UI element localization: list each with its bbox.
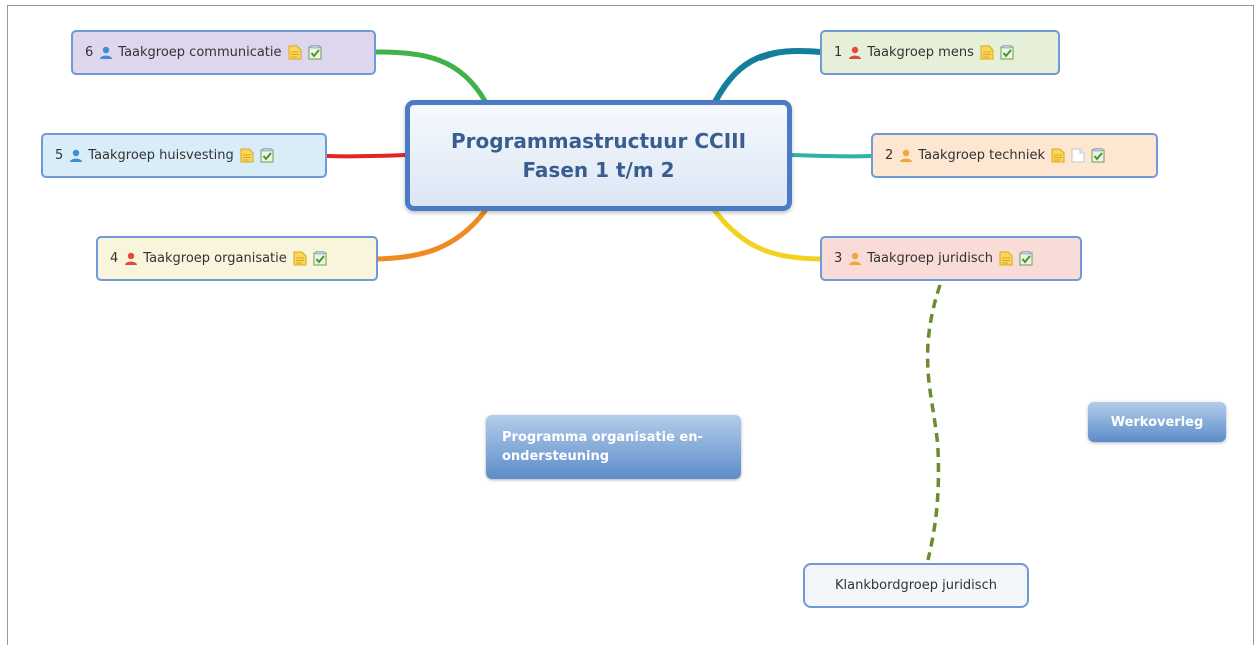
topic-label: Taakgroep communicatie bbox=[118, 45, 282, 60]
topic-label: Klankbordgroep juridisch bbox=[835, 578, 997, 593]
floating-topic-label-line1: Programma organisatie en- bbox=[502, 430, 703, 445]
topic-number: 2 bbox=[885, 148, 894, 163]
task-checkbox-icon[interactable] bbox=[260, 148, 274, 163]
task-checkbox-icon[interactable] bbox=[313, 251, 327, 266]
person-icon bbox=[900, 149, 913, 162]
branch-link-5 bbox=[325, 153, 407, 159]
topic-label: Taakgroep juridisch bbox=[867, 251, 994, 266]
topic-number: 4 bbox=[110, 251, 119, 266]
topic-taakgroep-mens[interactable]: 1 Taakgroep mens bbox=[820, 30, 1060, 75]
floating-topic-label: Werkoverleg bbox=[1110, 414, 1204, 430]
person-icon bbox=[70, 149, 83, 162]
branch-link-4 bbox=[373, 208, 488, 262]
topic-taakgroep-techniek[interactable]: 2 Taakgroep techniek bbox=[871, 133, 1158, 178]
branch-link-2 bbox=[790, 153, 874, 159]
person-icon bbox=[849, 252, 862, 265]
topic-number: 1 bbox=[834, 45, 843, 60]
topic-taakgroep-huisvesting[interactable]: 5 Taakgroep huisvesting bbox=[41, 133, 327, 178]
topic-klankbordgroep-juridisch[interactable]: Klankbordgroep juridisch bbox=[803, 563, 1029, 608]
task-checkbox-icon[interactable] bbox=[1091, 148, 1105, 163]
task-checkbox-icon[interactable] bbox=[308, 45, 322, 60]
central-topic-title: Programmastructuur CCIII bbox=[450, 128, 747, 153]
empty-note-icon[interactable] bbox=[1071, 148, 1085, 163]
task-checkbox-icon[interactable] bbox=[1000, 45, 1014, 60]
floating-topic-programma[interactable]: Programma organisatie en- ondersteuning bbox=[486, 415, 741, 479]
branch-link-3 bbox=[712, 208, 823, 262]
topic-label: Taakgroep organisatie bbox=[143, 251, 287, 266]
person-icon bbox=[849, 46, 862, 59]
topic-taakgroep-organisatie[interactable]: 4 Taakgroep organisatie bbox=[96, 236, 378, 281]
note-icon[interactable] bbox=[980, 45, 994, 60]
note-icon[interactable] bbox=[288, 45, 302, 60]
topic-number: 5 bbox=[55, 148, 64, 163]
topic-label: Taakgroep techniek bbox=[918, 148, 1046, 163]
topic-number: 3 bbox=[834, 251, 843, 266]
branch-link-1 bbox=[712, 48, 823, 105]
mindmap-canvas bbox=[7, 5, 1254, 645]
note-icon[interactable] bbox=[240, 148, 254, 163]
task-checkbox-icon[interactable] bbox=[1019, 251, 1033, 266]
floating-topic-label-line2: ondersteuning bbox=[502, 449, 610, 464]
relationship-link bbox=[925, 284, 942, 561]
note-icon[interactable] bbox=[1051, 148, 1065, 163]
note-icon[interactable] bbox=[999, 251, 1013, 266]
topic-number: 6 bbox=[85, 45, 94, 60]
central-topic-subtitle: Fasen 1 t/m 2 bbox=[522, 157, 675, 182]
topic-label: Taakgroep mens bbox=[867, 45, 974, 60]
central-topic[interactable]: Programmastructuur CCIII Fasen 1 t/m 2 bbox=[405, 100, 792, 211]
branch-link-6 bbox=[373, 49, 488, 104]
topic-taakgroep-communicatie[interactable]: 6 Taakgroep communicatie bbox=[71, 30, 376, 75]
topic-label: Taakgroep huisvesting bbox=[88, 148, 234, 163]
note-icon[interactable] bbox=[293, 251, 307, 266]
branch-connectors bbox=[325, 48, 942, 561]
person-icon bbox=[100, 46, 113, 59]
topic-taakgroep-juridisch[interactable]: 3 Taakgroep juridisch bbox=[820, 236, 1082, 281]
person-icon bbox=[125, 252, 138, 265]
floating-topic-werkoverleg[interactable]: Werkoverleg bbox=[1088, 402, 1226, 442]
